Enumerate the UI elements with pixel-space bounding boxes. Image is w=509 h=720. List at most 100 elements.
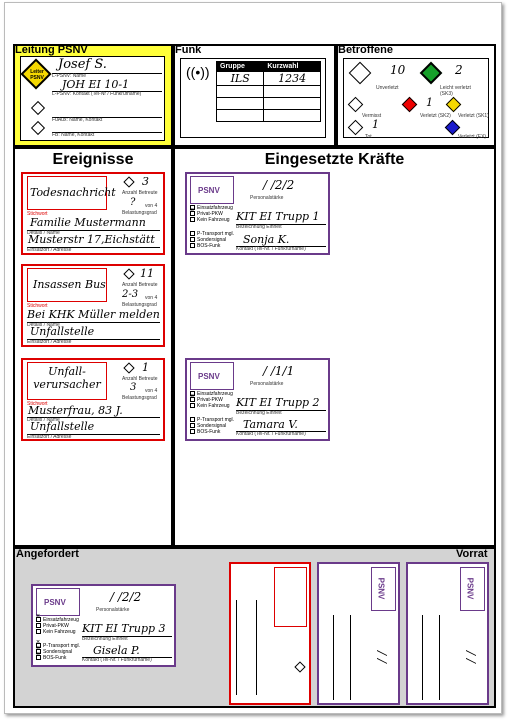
event-von: von 4 — [145, 203, 158, 209]
einheit-label: Bezeichnung Einheit — [236, 410, 282, 416]
fahrzeug-options[interactable]: Einsatzfahrzeug Privat-PKW Kein Fahrzeug… — [190, 391, 234, 435]
psnv-flag-icon — [460, 567, 485, 611]
kraft-kontakt[interactable]: Tamara V. — [243, 418, 298, 431]
tot-count[interactable]: 1 — [372, 118, 379, 131]
event-grad[interactable]: 3 — [130, 382, 137, 393]
psnv-flag-icon — [371, 567, 396, 611]
funk-col-kurzwahl: Kurzwahl — [263, 61, 321, 72]
leiter-name[interactable]: Josef S. — [58, 57, 107, 72]
ort-label: Einsatzort / Adresse — [27, 434, 72, 440]
fuaux-label: FüAux: Name, Kontakt — [52, 117, 103, 123]
event-stichwort[interactable]: Todesnachricht — [30, 186, 116, 199]
schwer-label: Verletzt (SK2) — [420, 113, 451, 119]
leiter-name-label: L-PSNV: Name — [52, 73, 86, 79]
angefordert-title: Angefordert — [16, 548, 79, 560]
vorrat-kraft-card-2[interactable] — [406, 562, 489, 705]
fb-label: FB: Name, Kontakt — [52, 132, 95, 138]
event-von: von 4 — [145, 295, 158, 301]
betreute-label: Anzahl Betreute — [122, 282, 158, 288]
stichwort-label: Stichwort — [27, 303, 48, 309]
event-ort[interactable]: Unfallstelle — [30, 325, 95, 338]
betreute-label: Anzahl Betreute — [122, 376, 158, 382]
kraft-einheit[interactable]: KIT EI Trupp 3 — [82, 622, 166, 635]
ort-label: Einsatzort / Adresse — [27, 339, 72, 345]
antenna-icon: ((•)) — [186, 64, 210, 80]
event-ort[interactable]: Unfallstelle — [30, 420, 95, 433]
kraft-kontakt[interactable]: Sonja K. — [243, 233, 290, 246]
event-grad[interactable]: 2-3 — [122, 289, 139, 300]
event-stichwort[interactable]: Insassen Bus — [33, 278, 106, 291]
stichwort-label: Stichwort — [27, 211, 48, 217]
event-card-1[interactable] — [21, 172, 165, 255]
kraft-staerke[interactable]: / / — [463, 651, 478, 663]
angefordert-card[interactable] — [31, 584, 176, 667]
vorrat-kraft-card-1[interactable] — [317, 562, 400, 705]
tot-label: Tot — [365, 134, 372, 140]
kraft-einheit[interactable]: KIT EI Trupp 2 — [236, 396, 320, 409]
details-label: Details / Name — [27, 230, 60, 236]
event-details[interactable]: Musterfrau, 83 J. — [28, 404, 123, 417]
einheit-label: Bezeichnung Einheit — [82, 636, 128, 642]
funk-col-gruppe: Gruppe — [215, 61, 265, 72]
ex-label: Verletzt (EX) — [458, 134, 487, 140]
event-betreute[interactable]: 11 — [140, 267, 154, 280]
leitung-title: Leitung PSNV — [15, 44, 88, 56]
psnv-flag-label: PSNV — [465, 577, 475, 600]
unverletzt-label: Unverletzt — [376, 85, 399, 91]
event-grad[interactable]: ? — [130, 197, 136, 208]
staerke-label: Personalstärke — [96, 607, 130, 613]
leicht-count[interactable]: 2 — [455, 63, 463, 77]
event-betreute[interactable]: 1 — [142, 361, 149, 374]
details-label: Details / Name — [27, 417, 60, 423]
fahrzeug-options[interactable]: Einsatzfahrzeug Privat-PKW Kein Fahrzeug… — [36, 614, 80, 661]
event-ort[interactable]: Musterstr 17,Eichstätt — [28, 233, 155, 246]
unverletzt-count[interactable]: 10 — [390, 63, 406, 77]
kraft-staerke[interactable]: / /2/2 — [263, 178, 295, 192]
kraft-kontakt[interactable]: Gisela P. — [93, 644, 140, 657]
leiter-contact[interactable]: JOH EI 10-1 — [62, 78, 130, 91]
kontakt-label: Kontakt (Tel-Nr. / Funkrufname) — [82, 657, 152, 663]
staerke-label: Personalstärke — [250, 381, 284, 387]
sk1-label: Verletzt (SK1) — [458, 113, 489, 119]
psnv-flag-icon — [36, 588, 80, 616]
kraft-card-2[interactable] — [185, 358, 330, 441]
details-label: Details / Name — [27, 322, 60, 328]
psnv-flag-label: PSNV — [198, 372, 220, 381]
kraft-staerke[interactable]: / / — [374, 651, 389, 663]
psnv-flag-label: PSNV — [376, 577, 386, 600]
ort-label: Einsatzort / Adresse — [27, 247, 72, 253]
grad-label: Belastungsgrad — [122, 210, 157, 216]
leiter-badge-label: Leiter PSNV — [30, 69, 44, 81]
psnv-flag-label: PSNV — [44, 598, 66, 607]
leiter-contact-label: L-PSNV: Kontakt (Tel-Nr / Funkrufname) — [52, 91, 142, 97]
event-von: von 4 — [145, 388, 158, 394]
betroffene-title: Betroffene — [338, 44, 394, 56]
event-card-2[interactable] — [21, 264, 165, 347]
grad-label: Belastungsgrad — [122, 395, 157, 401]
kraft-einheit[interactable]: KIT EI Trupp 1 — [236, 210, 320, 223]
grad-label: Belastungsgrad — [122, 302, 157, 308]
leicht-label: Leicht verletzt (SK3) — [440, 85, 471, 97]
event-stichwort[interactable]: Unfall-verursacher — [33, 365, 101, 391]
funk-gruppe-cell[interactable]: ILS — [215, 71, 265, 86]
einheit-label: Bezeichnung Einheit — [236, 224, 282, 230]
vorrat-title: Vorrat — [456, 548, 488, 560]
event-details[interactable]: Bei KHK Müller melden — [27, 308, 160, 321]
fahrzeug-options[interactable]: Einsatzfahrzeug Privat-PKW Kein Fahrzeug… — [190, 205, 234, 249]
ereignisse-title: Ereignisse — [52, 151, 134, 168]
kraft-staerke[interactable]: / /2/2 — [110, 590, 142, 604]
funk-kurzwahl-cell[interactable]: 1234 — [263, 71, 321, 86]
staerke-label: Personalstärke — [250, 195, 284, 201]
vermisst-label: Vermisst — [362, 113, 382, 119]
kraft-card-1[interactable] — [185, 172, 330, 255]
vorrat-event-card[interactable] — [229, 562, 311, 705]
schwer-count[interactable]: 1 — [426, 96, 433, 109]
event-details[interactable]: Familie Mustermann — [30, 216, 146, 229]
kraft-staerke[interactable]: / /1/1 — [263, 364, 295, 378]
psnv-flag-icon — [190, 362, 234, 390]
psnv-flag-icon — [190, 176, 234, 204]
event-betreute[interactable]: 3 — [142, 175, 149, 188]
psnv-flag-label: PSNV — [198, 186, 220, 195]
funk-title: Funk — [175, 44, 202, 56]
